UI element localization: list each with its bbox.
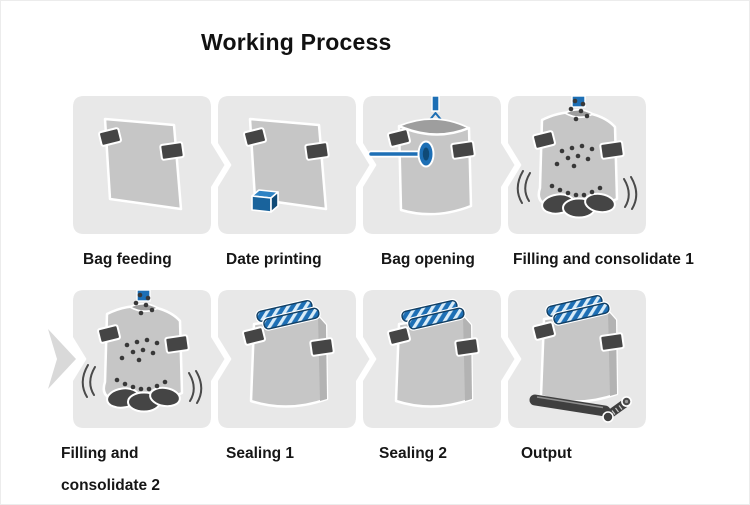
step-filling-consolidate-2 [73, 290, 225, 428]
step-date-printing [218, 96, 370, 234]
process-row-2 [48, 290, 646, 428]
step-output [508, 290, 646, 428]
step-label-sealing-2: Sealing 2 [379, 445, 448, 462]
bag-feeding-icon [99, 119, 184, 209]
process-row-1 [73, 96, 646, 234]
step-bag-feeding [73, 96, 225, 234]
output-bag-icon [533, 291, 624, 401]
step-label-sealing-1: Sealing 1 [226, 445, 295, 462]
printer-icon [251, 189, 279, 213]
step-label-bag-opening: Bag opening [381, 251, 475, 268]
page-title: Working Process [201, 29, 392, 55]
step-sealing-1 [218, 290, 370, 428]
row-continue-arrow-icon [48, 329, 76, 389]
step-bag-opening [363, 96, 515, 234]
step-filling-consolidate-1 [508, 96, 646, 234]
step-label-bag-feeding: Bag feeding [83, 251, 172, 268]
sealing-icon [243, 296, 334, 406]
step-sealing-2 [363, 290, 515, 428]
step-label-output: Output [521, 445, 572, 462]
step-label-filling-consolidate-2: Filling and consolidate 2 [61, 445, 161, 494]
sealing-icon [388, 296, 479, 406]
step-label-date-printing: Date printing [226, 251, 322, 268]
step-label-filling-consolidate-1: Filling and consolidate 1 [513, 251, 694, 268]
